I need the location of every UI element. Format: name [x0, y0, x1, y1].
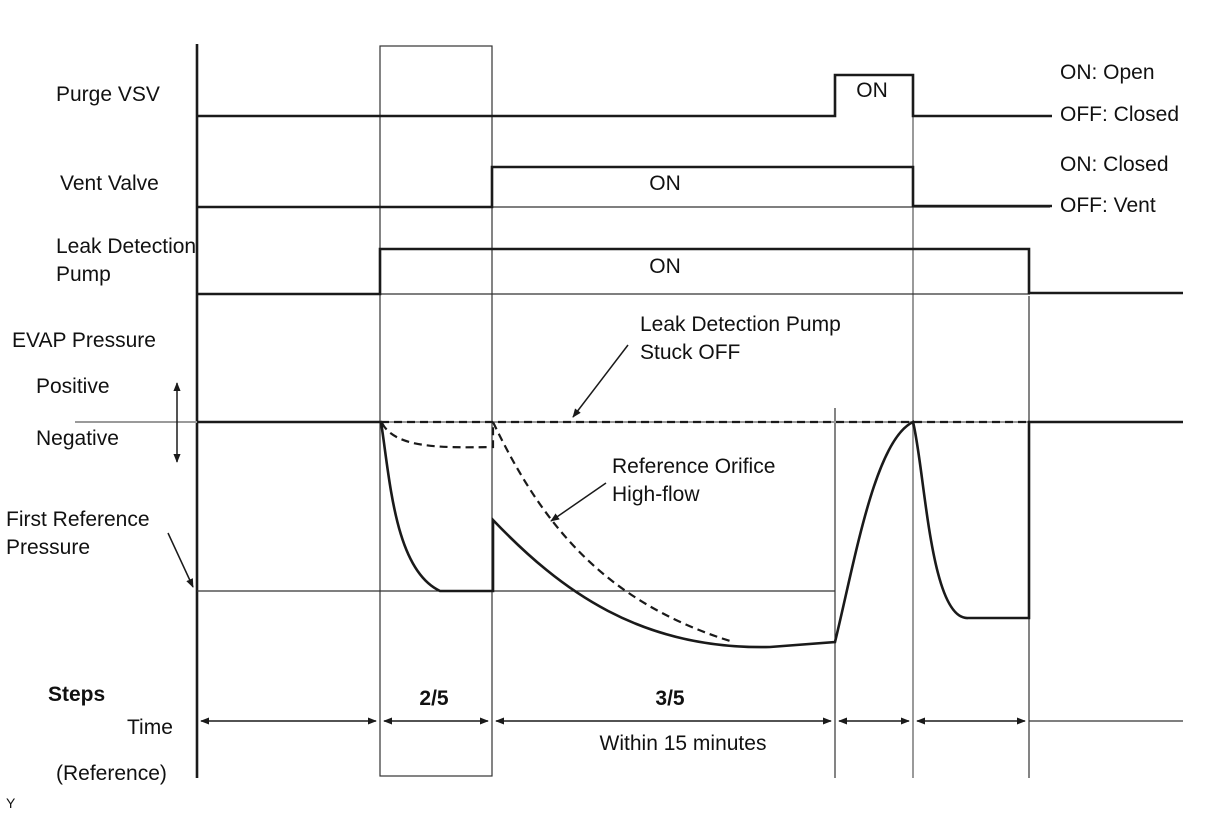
pump-label-line2: Pump — [56, 263, 111, 286]
orifice-arrow — [550, 482, 607, 522]
purge-on-label: ON — [856, 79, 888, 102]
step2-dashed-curve — [381, 422, 495, 449]
within-label: Within 15 minutes — [600, 732, 767, 755]
vent-on-state: ON: Closed — [1060, 153, 1169, 176]
first-ref-label-line2: Pressure — [6, 536, 90, 559]
positive-label: Positive — [36, 375, 110, 398]
negative-label: Negative — [36, 427, 119, 450]
steps-label: Steps — [48, 683, 105, 706]
purge-vsv-label: Purge VSV — [56, 83, 160, 106]
first-ref-arrow — [167, 532, 194, 588]
vent-valve-signal — [197, 165, 1052, 209]
vent-on-label: ON — [649, 172, 681, 195]
step-3-label: 3/5 — [655, 687, 685, 710]
time-label: Time — [127, 716, 173, 739]
purge-vsv-signal — [197, 73, 1052, 118]
vent-valve-label: Vent Valve — [60, 172, 159, 195]
stuck-off-label-line2: Stuck OFF — [640, 341, 740, 364]
purge-on-state: ON: Open — [1060, 61, 1155, 84]
pump-label-line1: Leak Detection — [56, 235, 196, 258]
orifice-high-flow-dashed — [492, 421, 731, 643]
stuck-off-arrow — [572, 344, 629, 418]
orifice-label-line2: High-flow — [612, 483, 700, 506]
vent-off-state: OFF: Vent — [1060, 194, 1156, 217]
first-ref-label-line1: First Reference — [6, 508, 150, 531]
corner-mark: Y — [6, 795, 16, 811]
pump-signal — [197, 247, 1183, 296]
evap-pressure-curve — [197, 420, 1183, 649]
orifice-label-line1: Reference Orifice — [612, 455, 775, 478]
reference-label: (Reference) — [56, 762, 167, 785]
purge-off-state: OFF: Closed — [1060, 103, 1179, 126]
pump-on-label: ON — [649, 255, 681, 278]
step-2-label: 2/5 — [419, 687, 449, 710]
evap-pressure-label: EVAP Pressure — [12, 329, 156, 352]
step-2-box — [379, 45, 493, 777]
stuck-off-label-line1: Leak Detection Pump — [640, 313, 841, 336]
